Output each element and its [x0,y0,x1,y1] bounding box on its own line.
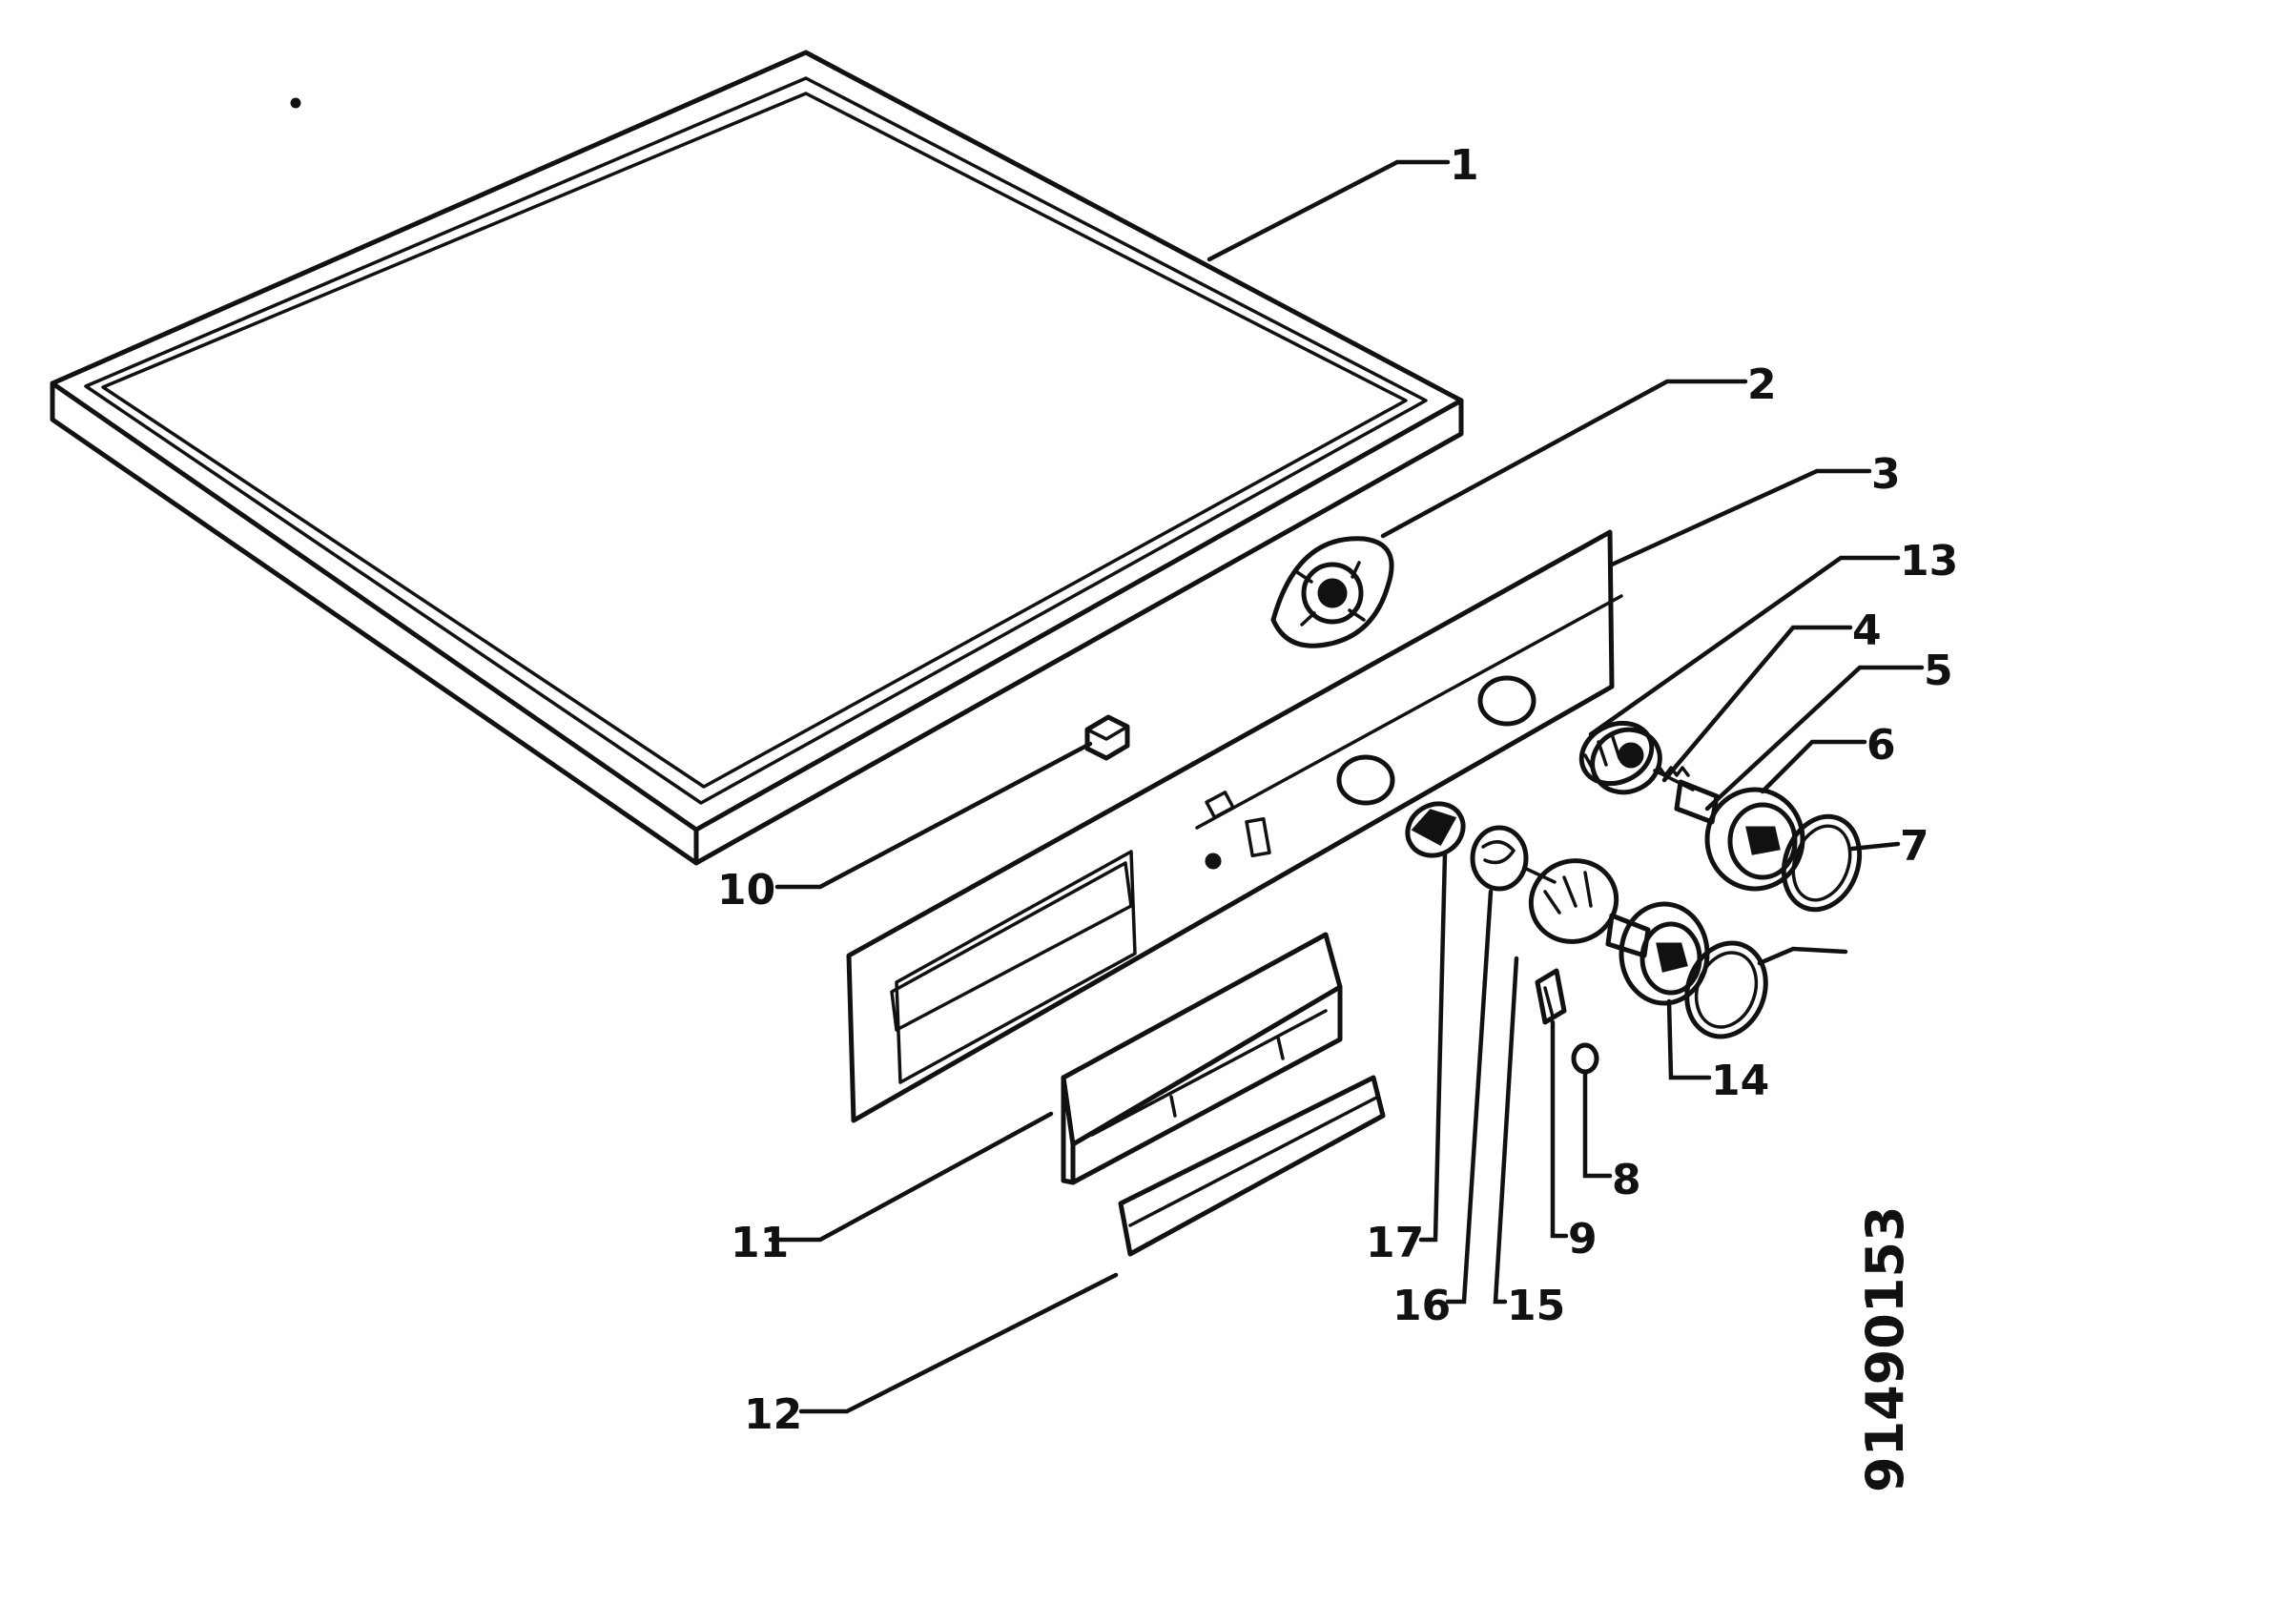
part-14-knob [1619,901,1710,1006]
callout-6: 6 [1866,721,1896,770]
part-2-emblem [1270,536,1394,648]
part-12-strip [1118,1075,1386,1257]
part-15-knob-body [1522,858,1651,958]
leader-lines [768,159,1925,1414]
callout-9: 9 [1568,1215,1598,1264]
callout-17: 17 [1366,1219,1424,1267]
callout-1: 1 [1450,141,1479,190]
callout-14: 14 [1711,1057,1769,1105]
part-16-cam [1470,825,1529,892]
callout-10: 10 [717,866,775,915]
callout-13: 13 [1900,537,1958,586]
part-17-knob-base [1405,801,1466,858]
callout-8: 8 [1612,1156,1641,1204]
part-3-control-panel [846,529,1623,1123]
callout-4: 4 [1852,606,1882,655]
callout-5: 5 [1924,647,1953,695]
part-7-ring [1781,813,1863,913]
part-1-worktop [50,50,1464,866]
stray-dot [290,97,301,109]
callout-2: 2 [1747,360,1777,409]
part-13-knob-body [1578,720,1662,795]
drawing-code: 91490153 [1855,1205,1915,1492]
callouts: 1 2 3 13 4 5 6 7 14 8 9 10 11 12 17 16 1… [717,141,1958,1439]
callout-3: 3 [1871,450,1901,499]
part-11-drawer [1061,932,1343,1185]
part-ring-lower [1684,940,1768,1039]
callout-11: 11 [731,1219,789,1267]
part-10-button [1084,714,1130,761]
part-8-washer [1571,1042,1599,1075]
callout-16: 16 [1392,1282,1451,1330]
callout-12: 12 [744,1390,802,1439]
part-9-clip [1535,968,1567,1025]
callout-7: 7 [1900,822,1929,871]
callout-15: 15 [1507,1282,1565,1330]
